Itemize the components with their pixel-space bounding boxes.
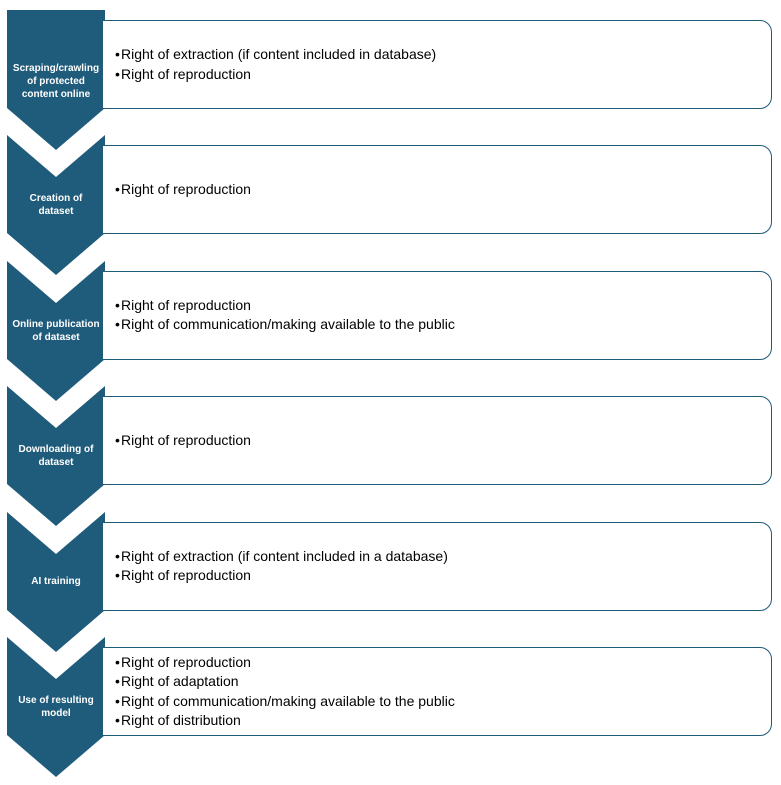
bullet-icon: • — [115, 181, 120, 198]
rights-list: •Right of reproduction — [115, 431, 771, 450]
step-arrow — [7, 511, 105, 652]
rights-text: Right of extraction (if content included… — [121, 547, 448, 564]
rights-text: Right of communication/making available … — [121, 316, 455, 333]
rights-text: Right of reproduction — [121, 567, 251, 584]
rights-text: Right of reproduction — [121, 653, 251, 670]
rights-item: •Right of reproduction — [115, 65, 771, 84]
rights-list: •Right of reproduction•Right of adaptati… — [115, 653, 771, 730]
step-label: AI training — [7, 554, 105, 610]
chevron-shape — [7, 260, 105, 401]
rights-text: Right of adaptation — [121, 673, 239, 690]
rights-item: •Right of reproduction — [115, 296, 771, 315]
bullet-icon: • — [115, 653, 120, 670]
rights-text: Right of extraction (if content included… — [121, 46, 437, 63]
rights-text: Right of reproduction — [121, 65, 251, 82]
rights-item: •Right of reproduction — [115, 653, 771, 672]
step-label-line: of protected — [27, 75, 85, 87]
step-label-line: dataset — [38, 206, 74, 218]
step-label-line: Use of resulting — [18, 695, 94, 706]
chevron-shape — [7, 386, 105, 527]
rights-item: •Right of reproduction — [115, 180, 771, 199]
step-3: •Right of reproduction•Right of communic… — [0, 260, 781, 409]
rights-item: •Right of distribution — [115, 711, 771, 730]
chevron-shape — [7, 135, 105, 276]
bullet-icon: • — [115, 316, 120, 333]
bullet-icon: • — [115, 673, 120, 690]
rights-list: •Right of extraction (if content include… — [115, 547, 771, 586]
step-label: Use of resulting model — [7, 679, 105, 735]
rights-text: Right of reproduction — [121, 181, 251, 198]
step-label-line: model — [41, 708, 71, 719]
step-label-line: Downloading of — [18, 444, 94, 456]
step-arrow — [7, 10, 105, 150]
rights-box: •Right of reproduction — [103, 396, 772, 486]
step-6: •Right of reproduction•Right of adaptati… — [0, 637, 781, 785]
step-arrow — [7, 637, 105, 777]
step-1: •Right of extraction (if content include… — [0, 10, 781, 158]
chevron-shape — [7, 10, 105, 150]
step-label-line: content online — [21, 88, 91, 100]
rights-item: •Right of extraction (if content include… — [115, 45, 771, 64]
rights-box: •Right of reproduction•Right of communic… — [103, 270, 772, 360]
step-arrow — [7, 260, 105, 401]
step-arrow — [7, 135, 105, 276]
rights-list: •Right of reproduction•Right of communic… — [115, 296, 771, 335]
step-label-line: dataset — [38, 457, 74, 469]
rights-item: •Right of communication/making available… — [115, 692, 771, 711]
bullet-icon: • — [115, 692, 120, 709]
rights-item: •Right of adaptation — [115, 672, 771, 691]
rights-box: •Right of extraction (if content include… — [103, 521, 772, 611]
bullet-icon: • — [115, 567, 120, 584]
step-label-line: AI training — [31, 576, 81, 588]
bullet-icon: • — [115, 65, 120, 82]
step-label-line: Scraping/crawling — [12, 62, 100, 74]
step-arrow — [7, 386, 105, 527]
bullet-icon: • — [115, 46, 120, 63]
rights-list: •Right of reproduction — [115, 180, 771, 199]
bullet-icon: • — [115, 297, 120, 313]
rights-text: Right of reproduction — [121, 432, 251, 449]
bullet-icon: • — [115, 432, 120, 449]
bullet-icon: • — [115, 711, 120, 728]
rights-box: •Right of reproduction — [103, 145, 772, 235]
rights-item: •Right of extraction (if content include… — [115, 547, 771, 566]
rights-item: •Right of reproduction — [115, 431, 771, 450]
rights-item: •Right of reproduction — [115, 566, 771, 585]
rights-box: •Right of reproduction•Right of adaptati… — [103, 647, 772, 736]
chevron-shape — [7, 511, 105, 652]
step-label-line: Creation of — [29, 193, 83, 205]
rights-item: •Right of communication/making available… — [115, 315, 771, 334]
rights-list: •Right of extraction (if content include… — [115, 45, 771, 84]
rights-text: Right of reproduction — [121, 297, 251, 313]
chevron-shape — [7, 637, 105, 777]
bullet-icon: • — [115, 547, 120, 564]
step-label-line: Online publication — [12, 318, 100, 330]
rights-text: Right of distribution — [121, 711, 241, 728]
step-5: •Right of extraction (if content include… — [0, 511, 781, 660]
rights-text: Right of communication/making available … — [121, 692, 455, 709]
step-label-line: of dataset — [32, 331, 80, 343]
rights-box: •Right of extraction (if content include… — [103, 20, 772, 109]
